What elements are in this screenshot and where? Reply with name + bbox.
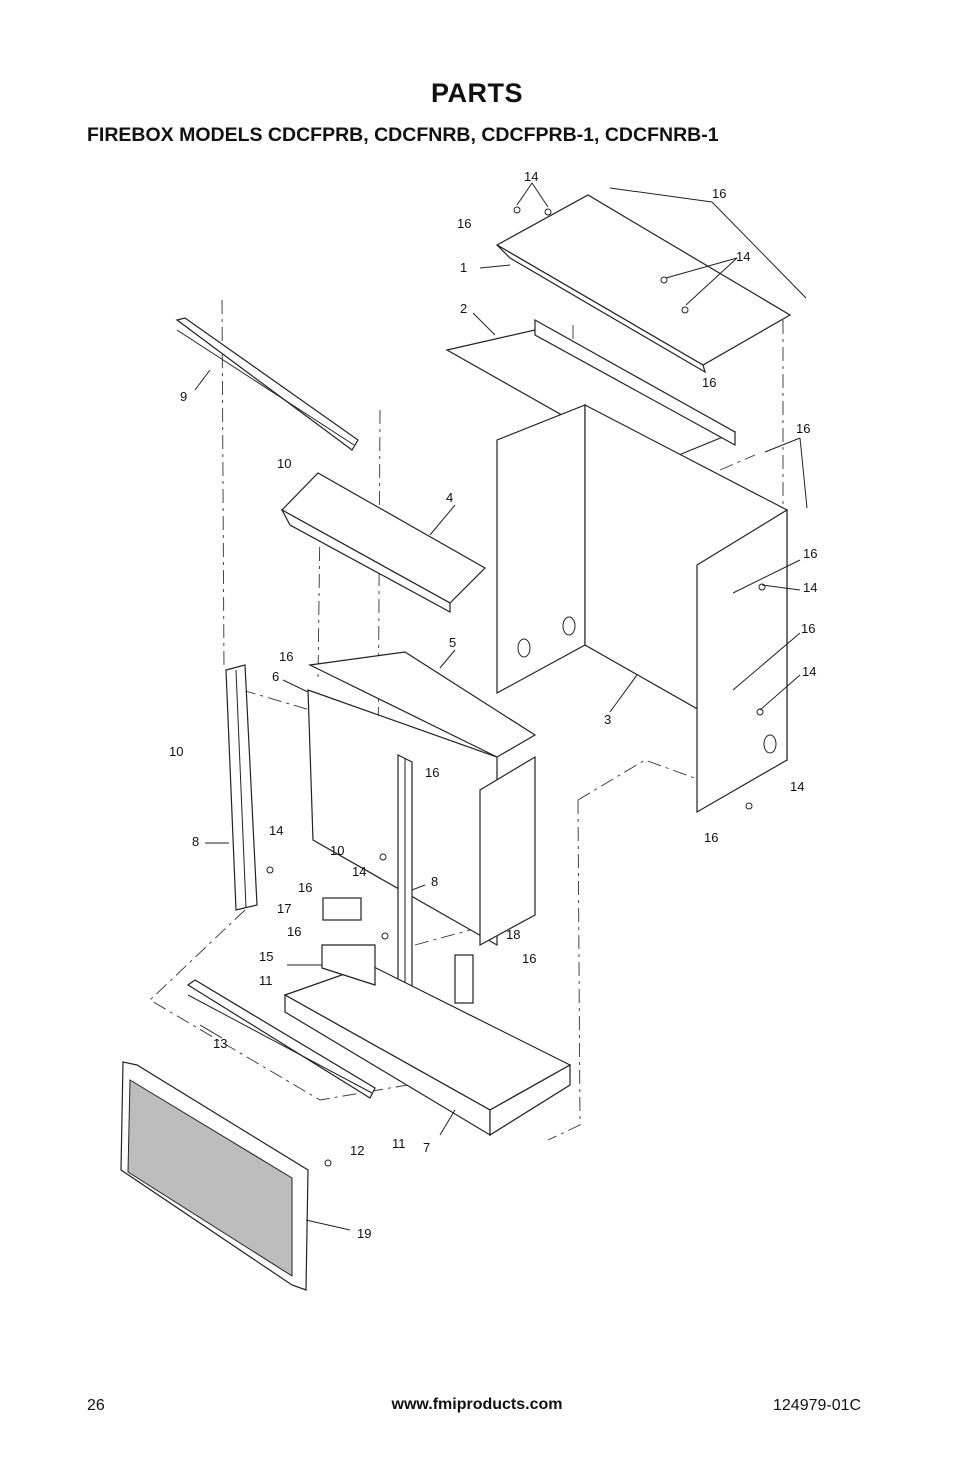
- callout-2: 2: [460, 301, 467, 316]
- callout-12: 12: [350, 1143, 364, 1158]
- leader-lines: [194, 182, 808, 1231]
- callout-16-k: 16: [287, 924, 301, 939]
- callout-14-c: 14: [803, 580, 817, 595]
- callout-19: 19: [357, 1226, 371, 1241]
- callout-1: 1: [460, 260, 467, 275]
- callout-13: 13: [213, 1036, 227, 1051]
- callout-16-j: 16: [298, 880, 312, 895]
- part-11-bottom-louver: [186, 979, 376, 1099]
- callout-16-e: 16: [803, 546, 817, 561]
- part-1-top-plate: [495, 194, 792, 374]
- part-17-bracket: [322, 897, 362, 921]
- callout-14-b: 14: [736, 249, 750, 264]
- part-15-bracket: [321, 944, 376, 986]
- callout-10-a: 10: [277, 456, 291, 471]
- callout-10-b: 10: [169, 744, 183, 759]
- callout-14-e: 14: [790, 779, 804, 794]
- part-7-base: [283, 964, 572, 1137]
- screw-markers: [266, 206, 766, 1167]
- callout-16-h: 16: [425, 765, 439, 780]
- page-title: PARTS: [430, 78, 523, 108]
- part-9-top-louver: [175, 317, 359, 451]
- callout-10-c: 10: [330, 843, 344, 858]
- part-3-firebox-shell: [496, 404, 788, 814]
- callout-16-l: 16: [522, 951, 536, 966]
- page-subtitle: FIREBOX MODELS CDCFPRB, CDCFNRB, CDCFPRB…: [87, 124, 719, 146]
- part-5-inner-top: [307, 651, 537, 758]
- callout-16-d: 16: [796, 421, 810, 436]
- part-19-glass-frame: [120, 1061, 309, 1291]
- part-8-channel-right: [397, 754, 413, 1004]
- callout-14-a: 14: [524, 169, 538, 184]
- callout-8-a: 8: [192, 834, 199, 849]
- page-number: 26: [87, 1397, 105, 1414]
- callout-7: 7: [423, 1140, 430, 1155]
- part-8-channel-left: [225, 664, 258, 911]
- callout-14-g: 14: [352, 864, 366, 879]
- part-18-bracket: [454, 954, 474, 1004]
- callout-16-b: 16: [712, 186, 726, 201]
- callout-8-b: 8: [431, 874, 438, 889]
- callout-11-b: 11: [392, 1136, 406, 1151]
- callout-16-f: 16: [801, 621, 815, 636]
- callout-11-a: 11: [259, 973, 273, 988]
- callout-5: 5: [449, 635, 456, 650]
- callout-labels: 14 16 16 1 14 2 16 9 16 10 4 16 14 16 14…: [169, 169, 817, 1241]
- callout-4: 4: [446, 490, 453, 505]
- callout-16-i: 16: [704, 830, 718, 845]
- callout-18: 18: [506, 927, 520, 942]
- callout-17: 17: [277, 901, 291, 916]
- callout-16-g: 16: [279, 649, 293, 664]
- callout-6: 6: [272, 669, 279, 684]
- document-number: 124979-01C: [773, 1397, 862, 1414]
- callout-14-f: 14: [269, 823, 283, 838]
- callout-9: 9: [180, 389, 187, 404]
- callout-3: 3: [604, 712, 611, 727]
- website-link[interactable]: www.fmiproducts.com: [391, 1396, 563, 1413]
- part-4-baffle: [280, 472, 486, 614]
- callout-15: 15: [259, 949, 273, 964]
- callout-16-c: 16: [702, 375, 716, 390]
- callout-16-a: 16: [457, 216, 471, 231]
- callout-14-d: 14: [802, 664, 816, 679]
